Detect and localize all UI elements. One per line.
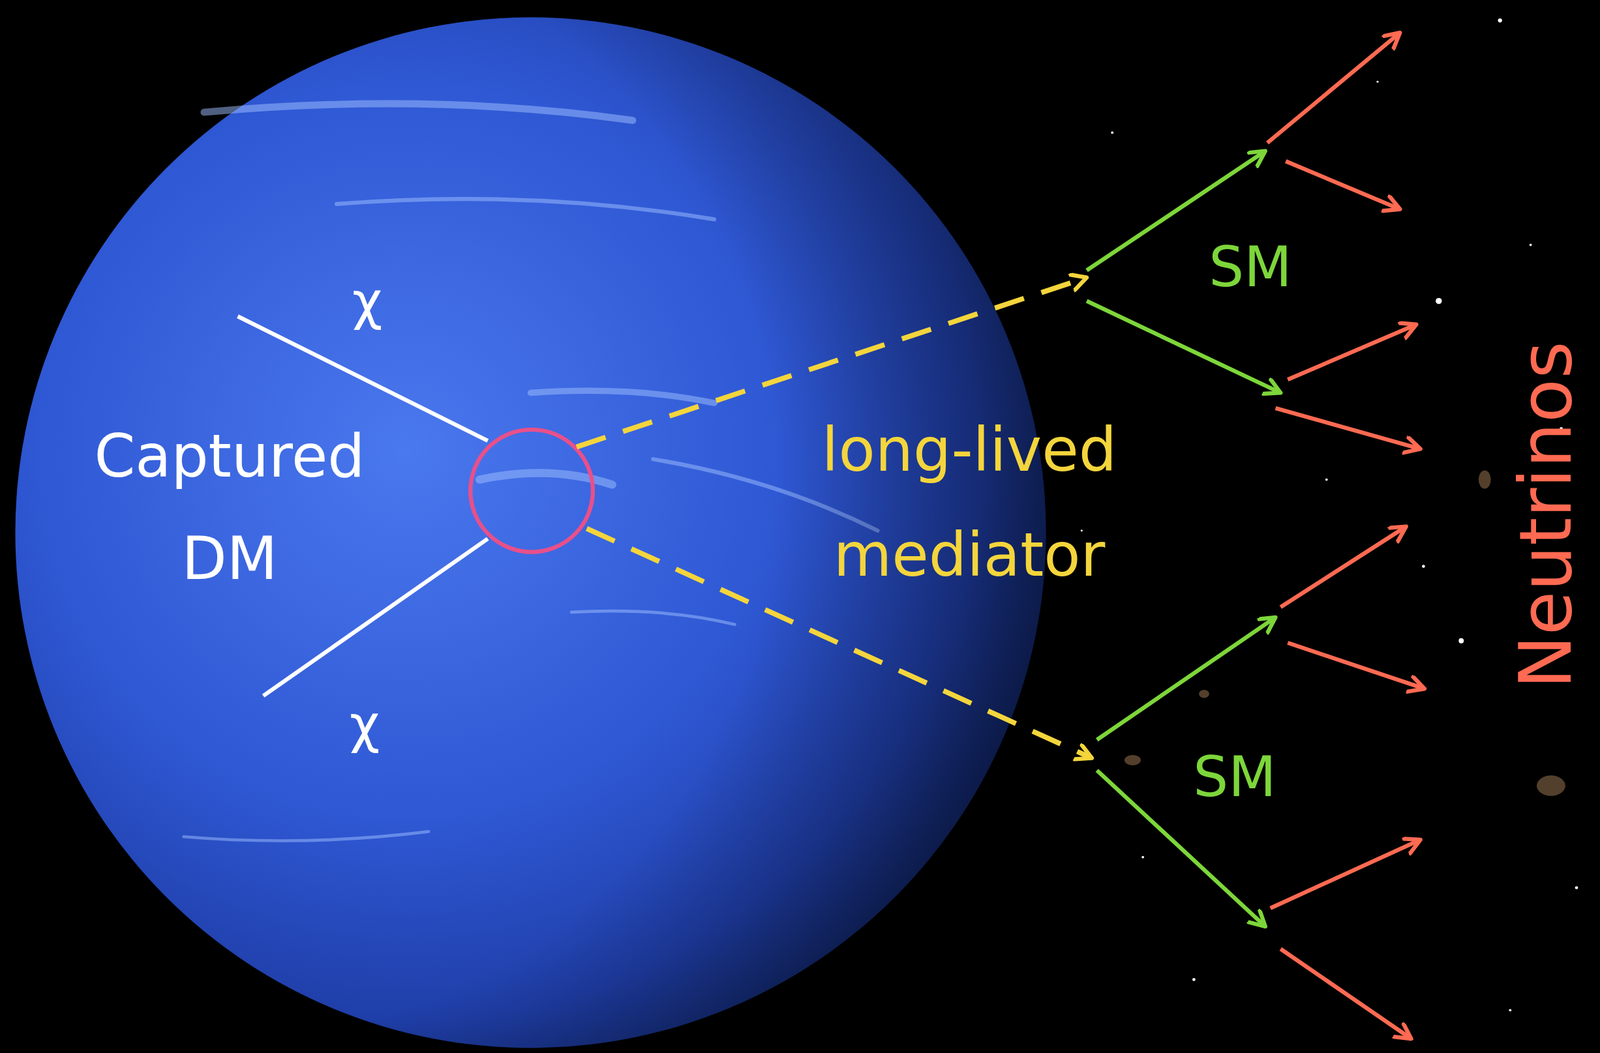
annihilation-vertex (470, 429, 593, 553)
dm-label: Captured DM (46, 405, 413, 611)
stars (1080, 18, 1579, 1012)
galaxies (1124, 470, 1566, 796)
sm-label: SM (1208, 234, 1292, 301)
sm-label: SM (1192, 744, 1276, 811)
neutrinos-label: Neutrinos (1502, 341, 1589, 690)
neutrino-arrows (1267, 32, 1425, 1040)
mediator-label: long-lived mediator (760, 397, 1178, 608)
particle-symbol: χ (352, 270, 383, 333)
particle-symbol: χ (349, 693, 380, 756)
dm-line (263, 538, 488, 696)
